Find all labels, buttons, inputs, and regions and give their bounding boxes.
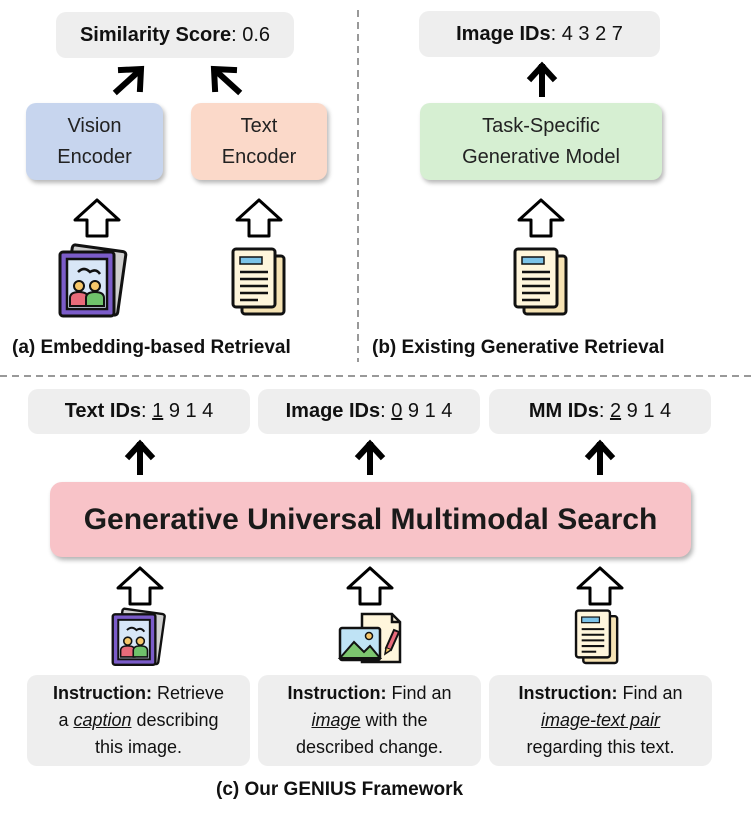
similarity-score-label: Similarity Score	[79, 23, 232, 46]
document-icon	[513, 247, 568, 316]
hollow-up-arrow-icon	[73, 198, 121, 238]
solid-up-arrow-icon	[124, 439, 156, 475]
text-ids-label: Text IDs	[64, 400, 142, 422]
caption-a: (a) Embedding-based Retrieval	[12, 337, 291, 358]
instruction-text: regarding this text.	[526, 737, 675, 757]
image-ids-label-b: Image IDs	[456, 22, 551, 45]
instruction-keyword: image	[311, 710, 361, 730]
genius-model-title: Generative Universal Multimodal Search	[83, 502, 658, 536]
hollow-up-arrow-icon	[517, 198, 565, 238]
task-specific-model-line1: Task-Specific	[482, 114, 600, 137]
instruction-text: Find an	[617, 683, 683, 703]
instruction-keyword: image-text pair	[540, 710, 661, 730]
instruction-text: this image.	[94, 737, 183, 757]
instruction-text: Find an	[386, 683, 452, 703]
hollow-up-arrow-icon	[346, 566, 394, 606]
vision-encoder-line2: Encoder	[57, 145, 132, 168]
instruction-box-1: Instruction: Retrieve a caption describi…	[27, 675, 250, 766]
solid-up-arrow-icon	[354, 439, 386, 475]
hollow-up-arrow-icon	[576, 566, 624, 606]
image-ids-box-b: Image IDs: 4 3 2 7	[419, 11, 660, 57]
caption-b: (b) Existing Generative Retrieval	[372, 337, 665, 358]
instruction-box-2: Instruction: Find an image with the desc…	[258, 675, 481, 766]
instruction-text: describing	[131, 710, 219, 730]
text-encoder-line1: Text	[240, 114, 278, 137]
text-ids-box: Text IDs: 1 9 1 4	[28, 389, 250, 434]
caption-c: (c) Our GENIUS Framework	[216, 779, 464, 800]
image-ids-first-digit: 0	[391, 400, 403, 422]
instruction-text: Retrieve	[151, 683, 225, 703]
image-ids-value-b: 4 3 2 7	[561, 22, 623, 45]
photo-icon	[111, 607, 166, 667]
image-edit-icon	[337, 612, 402, 664]
diagonal-arrows	[112, 65, 243, 96]
vision-encoder: Vision Encoder	[26, 103, 163, 180]
hollow-up-arrow-icon	[235, 198, 283, 238]
document-icon	[231, 247, 286, 316]
document-icon	[574, 609, 619, 665]
instruction-keyword: caption	[73, 710, 132, 730]
task-specific-model: Task-Specific Generative Model	[420, 103, 662, 180]
instruction-text: a	[58, 710, 74, 730]
task-specific-model-line2: Generative Model	[462, 145, 620, 168]
photo-icon	[58, 243, 128, 318]
mm-ids-label: MM IDs	[528, 400, 599, 422]
mm-ids-rest: 9 1 4	[621, 400, 672, 422]
similarity-score-value: 0.6	[242, 23, 271, 46]
text-ids-first-digit: 1	[152, 400, 164, 422]
instruction-box-3: Instruction: Find an image-text pair reg…	[489, 675, 712, 766]
instruction-prefix: Instruction:	[518, 683, 618, 703]
image-ids-label-c: Image IDs	[285, 400, 381, 422]
mm-ids-box: MM IDs: 2 9 1 4	[489, 389, 711, 434]
instruction-text: with the	[360, 710, 428, 730]
instruction-text: described change.	[295, 737, 444, 757]
text-encoder-line2: Encoder	[221, 145, 297, 168]
vision-encoder-line1: Vision	[67, 114, 122, 137]
text-ids-rest: 9 1 4	[163, 400, 214, 422]
similarity-score-box: Similarity Score: 0.6	[56, 12, 294, 58]
image-ids-rest: 9 1 4	[402, 400, 453, 422]
text-encoder: Text Encoder	[191, 103, 327, 180]
solid-up-arrow-icon	[584, 439, 616, 475]
instruction-prefix: Instruction:	[287, 683, 387, 703]
mm-ids-first-digit: 2	[609, 400, 622, 422]
hollow-up-arrow-icon	[116, 566, 164, 606]
genius-model-box: Generative Universal Multimodal Search	[50, 482, 691, 557]
instruction-prefix: Instruction:	[52, 683, 152, 703]
solid-up-arrow-icon	[526, 61, 558, 97]
image-ids-box-c: Image IDs: 0 9 1 4	[258, 389, 480, 434]
